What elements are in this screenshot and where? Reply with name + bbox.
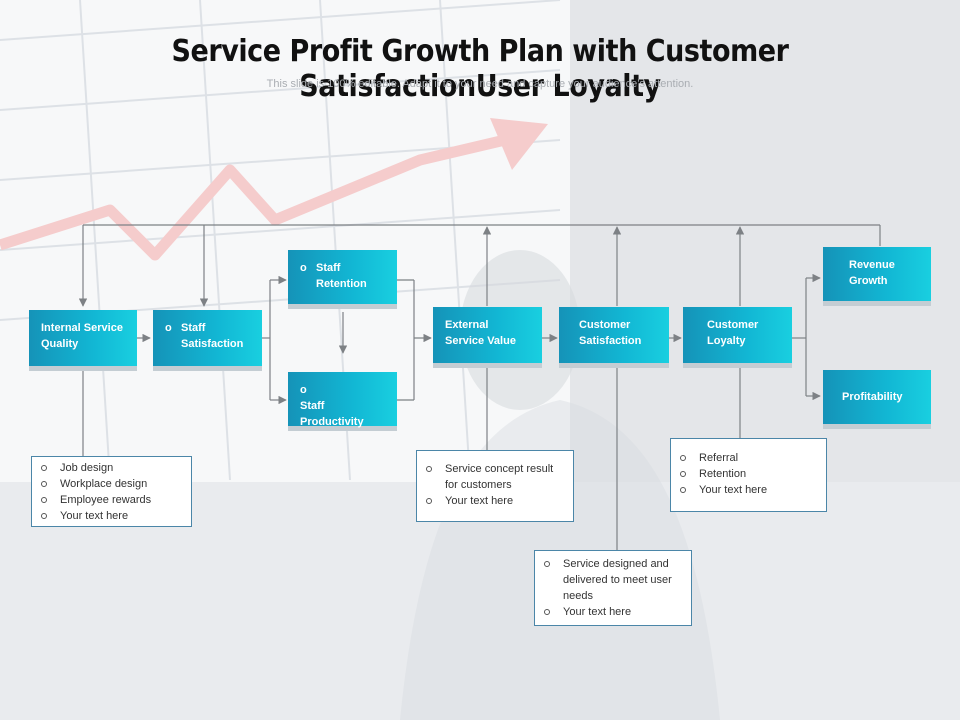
box-label: Profitability xyxy=(842,391,903,403)
box-revenue-growth[interactable]: Revenue Growth xyxy=(823,247,931,301)
note-item: Your text here xyxy=(543,604,685,620)
note-item: Employee rewards xyxy=(40,492,185,508)
box-label: Staff Satisfaction xyxy=(181,322,244,350)
box-staff-satisfaction[interactable]: o Staff Satisfaction xyxy=(153,310,262,366)
note-item: Your text here xyxy=(40,508,185,524)
note-internal-service-quality: Job design Workplace design Employee rew… xyxy=(31,456,192,527)
note-item: Your text here xyxy=(679,482,820,498)
box-label: External Service Value xyxy=(445,319,516,347)
box-customer-loyalty[interactable]: Customer Loyalty xyxy=(683,307,792,363)
note-item: Your text here xyxy=(425,493,567,509)
box-profitability[interactable]: Profitability xyxy=(823,370,931,424)
slide-subtitle: This slide is 100% editable. Adapt it to… xyxy=(266,78,694,90)
note-item: Workplace design xyxy=(40,476,185,492)
box-label: Revenue Growth xyxy=(849,259,895,287)
note-customer-satisfaction: Service designed and delivered to meet u… xyxy=(534,550,692,626)
note-item: Retention xyxy=(679,466,820,482)
bullet-glyph: o xyxy=(300,384,307,396)
box-customer-satisfaction[interactable]: Customer Satisfaction xyxy=(559,307,669,363)
bullet-glyph: o xyxy=(300,262,307,274)
note-item: Service concept result for customers xyxy=(425,461,567,493)
box-internal-service-quality[interactable]: Internal Service Quality xyxy=(29,310,137,366)
box-staff-productivity[interactable]: oStaff Productivity xyxy=(288,372,397,428)
box-label: Staff Retention xyxy=(316,262,367,290)
box-label: Customer Satisfaction xyxy=(579,319,642,347)
note-item: Service designed and delivered to meet u… xyxy=(543,556,685,604)
box-label: Staff Productivity xyxy=(300,400,364,428)
note-customer-loyalty: Referral Retention Your text here xyxy=(670,438,827,512)
bullet-glyph: o xyxy=(165,322,172,334)
note-item: Referral xyxy=(679,450,820,466)
slide-title: Service Profit Growth Plan with Customer… xyxy=(171,34,789,104)
note-external-service-value: Service concept result for customers You… xyxy=(416,450,574,522)
box-external-service-value[interactable]: External Service Value xyxy=(433,307,542,363)
box-label: Customer Loyalty xyxy=(707,319,759,347)
note-item: Job design xyxy=(40,460,185,476)
box-label: Internal Service Quality xyxy=(41,322,123,350)
box-staff-retention[interactable]: o Staff Retention xyxy=(288,250,397,304)
